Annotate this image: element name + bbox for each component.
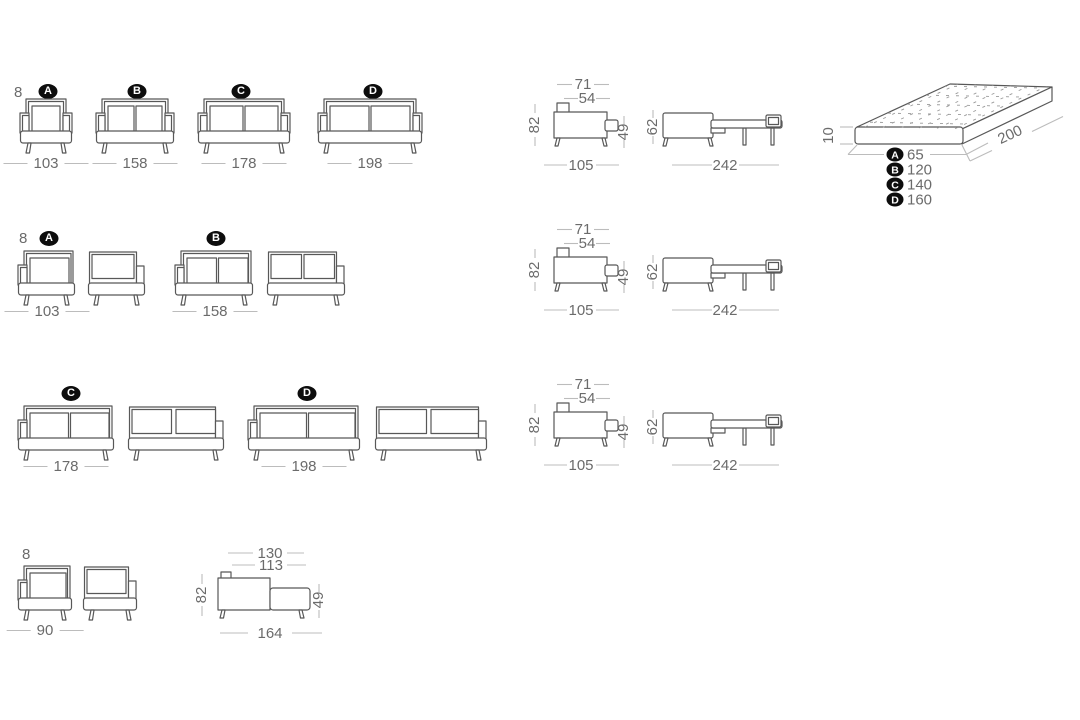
- dim-seat-height: 49: [310, 592, 327, 609]
- chaise-side-drawing: 130 113 82 49 164: [193, 545, 327, 642]
- width-dimension-c: 178: [201, 155, 287, 172]
- dim-width-b: 120: [907, 162, 932, 179]
- element-front-drawing-c: [17, 405, 115, 461]
- size-badge-a: A: [891, 149, 899, 161]
- element-front-drawing-b: [174, 250, 254, 306]
- dim-top-depth: 71: [575, 76, 592, 93]
- dim-base-height: 62: [644, 119, 661, 136]
- element-back-drawing-a: [87, 251, 146, 306]
- sofa-front-drawing-d: [317, 98, 423, 154]
- size-badge-a: A: [39, 231, 59, 246]
- dim-total-depth: 105: [568, 302, 593, 319]
- mattress-size-legend: A 65 B 120 C 140 D 160: [886, 147, 932, 209]
- sofa-side-closed-drawing: [553, 102, 619, 147]
- size-badge-b: B: [127, 84, 147, 99]
- dim-seat-depth: 54: [579, 390, 596, 407]
- width-dimension-a: 103: [3, 155, 89, 172]
- dim-label: 90: [36, 622, 54, 639]
- dimension-ticks: [534, 228, 779, 311]
- dimension-ticks: [840, 116, 1064, 162]
- side-view-group: 71 54 82 49 105 62 242: [526, 76, 783, 174]
- sofa-side-closed-drawing: [553, 402, 619, 447]
- dim-seat-depth: 54: [579, 90, 596, 107]
- size-badge-c: C: [61, 386, 81, 401]
- width-dimension-a: 103: [4, 303, 90, 320]
- width-dimension-chair: 90: [6, 622, 84, 639]
- chair-back-drawing: [82, 566, 138, 621]
- size-badge-b: B: [891, 164, 899, 176]
- dim-total-depth: 105: [568, 157, 593, 174]
- size-badge-d: D: [363, 84, 383, 99]
- dim-arm-height: 49: [615, 269, 632, 286]
- dim-open-length: 242: [712, 457, 737, 474]
- dimension-ticks: [201, 552, 322, 634]
- dim-thickness: 10: [820, 127, 837, 144]
- sofa-side-closed-drawing: [553, 247, 619, 292]
- size-badge-d: D: [297, 386, 317, 401]
- element-back-drawing-c: [127, 406, 225, 461]
- dim-label: 178: [231, 155, 257, 172]
- element-front-drawing-a: [17, 250, 76, 306]
- side-view-group: 71 54 82 49 105 62 242: [526, 221, 783, 319]
- dim-seat-width: 113: [259, 557, 283, 574]
- sofa-front-drawing-b: [95, 98, 175, 154]
- size-badge-c: C: [891, 179, 899, 191]
- dim-height: 82: [193, 587, 210, 604]
- dim-label: 198: [291, 458, 317, 475]
- dimension-ticks: [534, 83, 779, 166]
- dim-height: 82: [526, 262, 543, 279]
- size-badge-a: A: [38, 84, 58, 99]
- dim-top-depth: 71: [575, 376, 592, 393]
- width-dimension-d: 198: [327, 155, 413, 172]
- dim-base-height: 62: [644, 419, 661, 436]
- dimension-ticks: [534, 383, 779, 466]
- dim-label: 198: [357, 155, 383, 172]
- sofabed-open-drawing: [662, 412, 783, 447]
- dim-label: 103: [33, 155, 59, 172]
- size-badge-d: D: [891, 194, 899, 206]
- dim-total-depth: 105: [568, 457, 593, 474]
- dim-open-length: 242: [712, 157, 737, 174]
- dim-width-d: 160: [907, 192, 932, 209]
- dim-label: 158: [202, 303, 228, 320]
- dim-label: 103: [34, 303, 60, 320]
- dim-arm-height: 49: [615, 124, 632, 141]
- dim-back-width: 130: [257, 545, 282, 562]
- width-dimension-b: 158: [92, 155, 178, 172]
- dim-width-c: 140: [907, 177, 932, 194]
- width-dimension-d: 198: [261, 458, 347, 475]
- sofabed-open-drawing: [662, 112, 783, 147]
- width-dimension-b: 158: [172, 303, 258, 320]
- dim-open-length: 242: [712, 302, 737, 319]
- note-8: 8: [19, 230, 28, 247]
- dim-height: 82: [526, 417, 543, 434]
- sofabed-open-drawing: [662, 257, 783, 292]
- dim-seat-depth: 54: [579, 235, 596, 252]
- mattress-drawing: 10 200 A 65 B 120 C 140 D 160: [820, 83, 1064, 209]
- note-8: 8: [14, 84, 23, 101]
- dim-total-length: 164: [257, 625, 282, 642]
- dim-height: 82: [526, 117, 543, 134]
- element-back-drawing-d: [374, 406, 488, 461]
- dim-label: 178: [53, 458, 79, 475]
- element-front-drawing-d: [247, 405, 361, 461]
- dim-arm-height: 49: [615, 424, 632, 441]
- dim-label: 158: [122, 155, 148, 172]
- dim-top-depth: 71: [575, 221, 592, 238]
- sofa-front-drawing-c: [197, 98, 291, 154]
- size-badge-b: B: [206, 231, 226, 246]
- note-8: 8: [22, 546, 31, 563]
- dim-base-height: 62: [644, 264, 661, 281]
- size-badge-c: C: [231, 84, 251, 99]
- sofa-front-drawing-a: [19, 98, 73, 154]
- width-dimension-c: 178: [23, 458, 109, 475]
- chair-front-drawing: [17, 565, 73, 621]
- dim-width-a: 65: [907, 147, 924, 164]
- element-back-drawing-b: [266, 251, 346, 306]
- quilt-pattern: [859, 84, 1049, 129]
- side-view-group: 71 54 82 49 105 62 242: [526, 376, 783, 474]
